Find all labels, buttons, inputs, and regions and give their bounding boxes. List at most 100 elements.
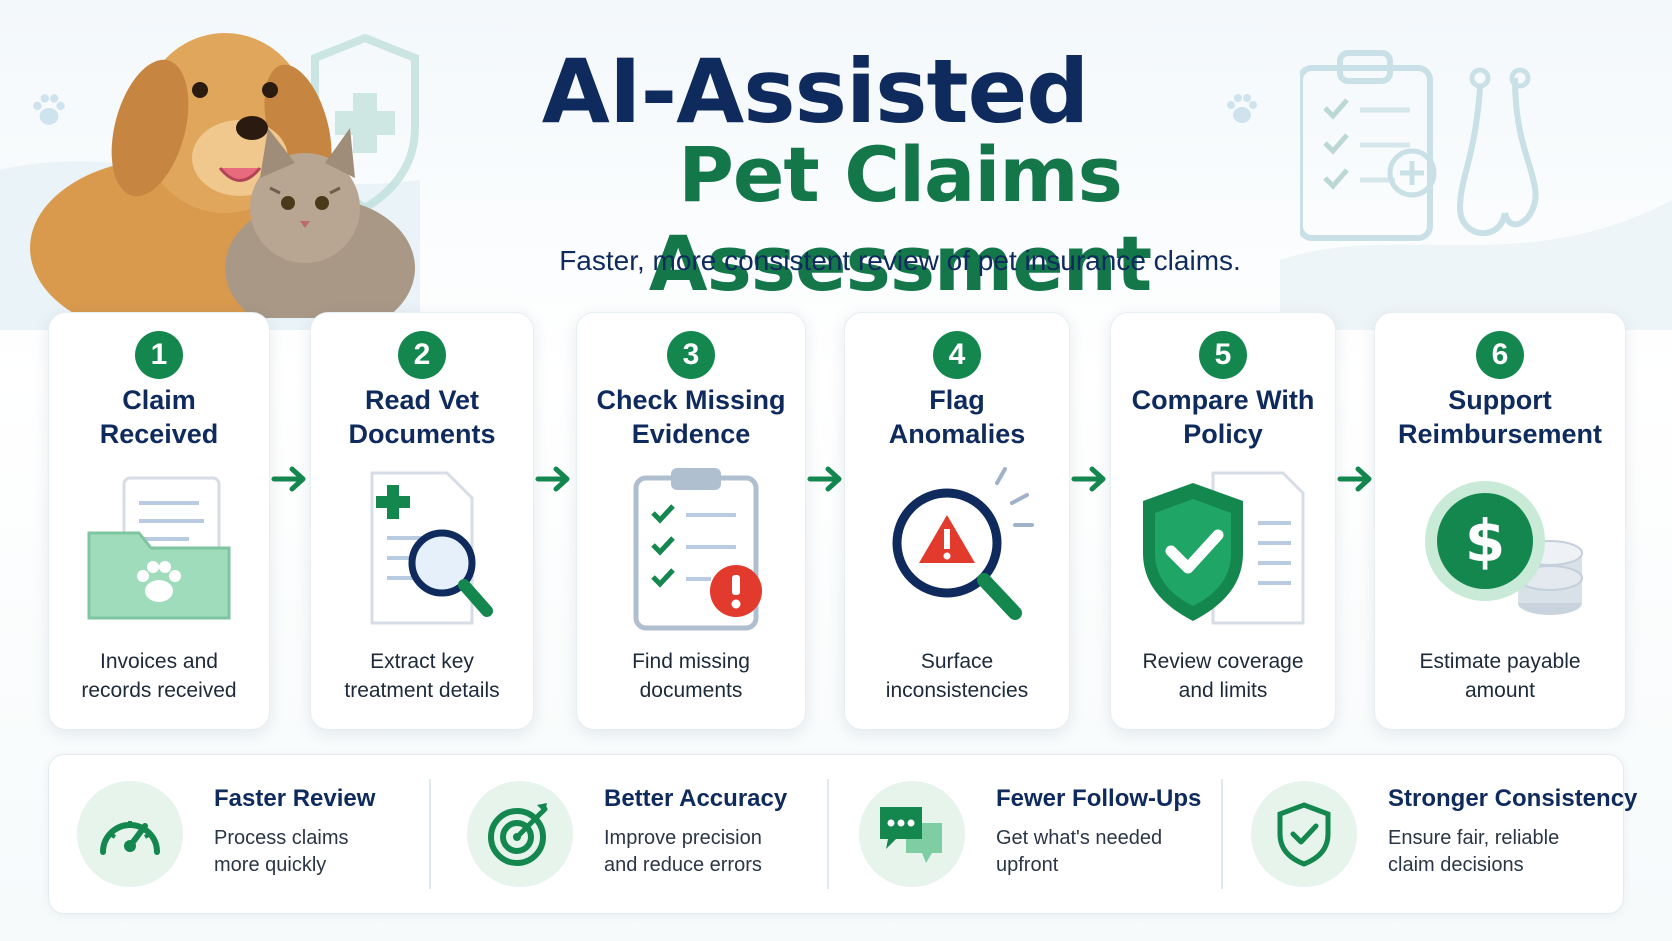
step-description: Review coverage and limits <box>1117 647 1329 705</box>
step-number: 4 <box>933 331 981 379</box>
step-card-3: 3 Check Missing Evidence Find missing do… <box>576 312 806 730</box>
benefit-title: Fewer Follow-Ups <box>996 785 1202 812</box>
paw-print-icon <box>33 94 65 125</box>
arrow-right-icon <box>1071 466 1106 492</box>
benefit-icon-circle <box>467 781 573 887</box>
benefit-description: Ensure fair, reliable claim decisions <box>1388 825 1608 879</box>
step-title: Compare With Policy <box>1117 383 1329 451</box>
step-number: 6 <box>1476 331 1524 379</box>
clipboard-alert-icon <box>633 468 762 631</box>
benefit-title: Better Accuracy <box>604 785 788 812</box>
step-card-4: 4 Flag Anomalies Surface inconsistencies <box>844 312 1070 730</box>
step-desc-line-2: and limits <box>1178 679 1268 702</box>
benefit-desc-line-2: more quickly <box>214 854 327 876</box>
step-title-line-2: Evidence <box>631 419 751 449</box>
benefit-desc-line-2: and reduce errors <box>604 854 762 876</box>
benefit-fewer-follow-ups: Fewer Follow-Ups Get what's needed upfro… <box>831 755 1221 913</box>
benefit-desc-line-1: Get what's needed <box>996 827 1163 849</box>
arrow-right-icon <box>807 466 842 492</box>
benefit-icon-circle <box>1251 781 1357 887</box>
step-title-line-1: Compare With <box>1131 385 1315 415</box>
step-title-line-1: Read Vet <box>364 385 480 415</box>
arrow-right-icon <box>535 466 570 492</box>
benefit-stronger-consistency: Stronger Consistency Ensure fair, reliab… <box>1223 755 1637 913</box>
shield-check-icon <box>1143 471 1305 625</box>
benefit-divider <box>827 779 829 889</box>
benefit-divider <box>429 779 431 889</box>
step-description: Find missing documents <box>583 647 799 705</box>
step-title: Flag Anomalies <box>851 383 1063 451</box>
benefit-desc-line-1: Improve precision <box>604 827 762 849</box>
benefit-desc-line-1: Process claims <box>214 827 349 849</box>
target-icon <box>488 803 548 866</box>
step-title: Read Vet Documents <box>317 383 527 451</box>
benefit-description: Get what's needed upfront <box>996 825 1216 879</box>
chat-bubbles-icon <box>880 807 942 863</box>
svg-text:$: $ <box>1465 507 1505 575</box>
benefit-faster-review: Faster Review Process claims more quickl… <box>49 755 439 913</box>
step-desc-line-1: Surface <box>920 650 994 673</box>
step-number: 1 <box>135 331 183 379</box>
step-title-line-1: Flag <box>929 385 985 415</box>
paw-print-icon <box>1227 94 1257 123</box>
arrow-right-icon <box>1337 466 1372 492</box>
step-description: Invoices and records received <box>55 647 263 705</box>
step-card-5: 5 Compare With Policy Review coverage an… <box>1110 312 1336 730</box>
subtitle: Faster, more consistent review of pet in… <box>559 245 1241 276</box>
benefit-title: Stronger Consistency <box>1388 785 1638 812</box>
benefit-desc-line-2: claim decisions <box>1388 854 1524 876</box>
step-title: Support Reimbursement <box>1381 383 1619 451</box>
benefit-description: Improve precision and reduce errors <box>604 825 824 879</box>
step-desc-line-2: treatment details <box>344 679 500 702</box>
step-card-2: 2 Read Vet Documents Extract key treatme… <box>310 312 534 730</box>
step-desc-line-2: records received <box>81 679 237 702</box>
speedometer-icon <box>100 821 160 855</box>
title-line-2: Pet Claims Assessment <box>648 130 1152 308</box>
step-desc-line-1: Invoices and <box>100 650 218 673</box>
title-line-1: AI-Assisted <box>541 40 1090 143</box>
process-steps: 1 Claim Received Invoices and records re… <box>48 312 1626 730</box>
step-description: Extract key treatment details <box>317 647 527 705</box>
step-title-line-2: Policy <box>1183 419 1263 449</box>
benefit-divider <box>1221 779 1223 889</box>
benefit-icon-circle <box>77 781 183 887</box>
magnifier-warning-icon <box>892 467 1034 620</box>
benefit-description: Process claims more quickly <box>214 825 434 879</box>
step-desc-line-2: inconsistencies <box>885 679 1029 702</box>
step-desc-line-2: documents <box>639 679 743 702</box>
step-title-line-1: Claim <box>122 385 196 415</box>
step-number: 3 <box>667 331 715 379</box>
step-desc-line-1: Find missing <box>632 650 750 673</box>
benefit-title: Faster Review <box>214 785 376 812</box>
dollar-coins-icon: $ <box>1425 481 1583 615</box>
step-desc-line-1: Extract key <box>370 650 474 673</box>
step-desc-line-2: amount <box>1464 679 1536 702</box>
step-title: Check Missing Evidence <box>583 383 799 451</box>
benefit-icon-circle <box>859 781 965 887</box>
shield-check-icon <box>1277 802 1331 867</box>
step-desc-line-1: Review coverage <box>1142 650 1304 673</box>
step-number: 2 <box>398 331 446 379</box>
step-description: Surface inconsistencies <box>851 647 1063 705</box>
clipboard-stethoscope-illustration <box>1300 50 1539 241</box>
step-card-1: 1 Claim Received Invoices and records re… <box>48 312 270 730</box>
arrow-right-icon <box>271 466 306 492</box>
step-title-line-2: Anomalies <box>888 419 1026 449</box>
step-title-line-1: Check Missing <box>596 385 786 415</box>
benefits-panel: Faster Review Process claims more quickl… <box>48 754 1637 914</box>
dog-and-cat-illustration <box>30 33 419 318</box>
step-title: Claim Received <box>55 383 263 451</box>
benefit-desc-line-1: Ensure fair, reliable <box>1388 827 1560 849</box>
step-number: 5 <box>1199 331 1247 379</box>
step-description: Estimate payable amount <box>1381 647 1619 705</box>
step-card-6: 6 Support Reimbursement $ Estimate payab… <box>1374 312 1626 730</box>
benefit-better-accuracy: Better Accuracy Improve precision and re… <box>439 755 829 913</box>
step-desc-line-1: Estimate payable <box>1419 650 1581 673</box>
step-title-line-1: Support <box>1448 385 1552 415</box>
step-title-line-2: Documents <box>348 419 496 449</box>
step-title-line-2: Received <box>99 419 219 449</box>
benefit-desc-line-2: upfront <box>996 854 1059 876</box>
step-title-line-2: Reimbursement <box>1397 419 1603 449</box>
document-magnifier-icon <box>370 471 493 625</box>
folder-paw-icon <box>87 476 231 620</box>
